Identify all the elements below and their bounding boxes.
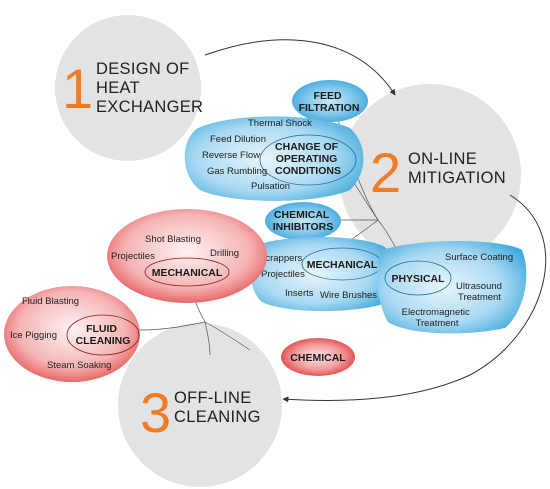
chemical-inhibitors-bubble [265,202,341,240]
offline-chemical-title: CHEMICAL [290,352,346,364]
online-stage-number: 2 [370,141,401,204]
offline-mechanical-title: MECHANICAL [152,267,223,279]
offline-mechanical-ring [144,257,230,287]
fluid-cleaning-bubble [4,286,140,382]
inserts-label: Inserts [285,288,314,299]
physical-ring [384,260,452,296]
scrappers-label: Scrappers [259,253,303,264]
offline-chemical-bubble [281,338,355,376]
ice-pigging-label: Ice Pigging [10,330,57,341]
design-stage-title: DESIGN OF HEAT EXCHANGER [96,60,203,116]
offline-mechanical-bubble [107,209,267,303]
arrow-design-to-online [204,39,396,96]
operating-conditions-ring [259,134,357,186]
drilling-label: Drilling [210,248,239,259]
online-mechanical-bubble [249,236,393,312]
design-stage-number: 1 [62,57,93,120]
thermal-shock-label: Thermal Shock [248,118,312,129]
online-stage-title: ON-LINE MITIGATION [408,150,506,187]
operating-conditions-bubble [184,116,364,201]
online-projectiles-label: Projectiles [261,269,305,280]
operating-conditions-title: CHANGE OF OPERATING CONDITIONS [275,141,341,177]
chemical-inhibitors-title: CHEMICAL INHIBITORS [273,209,333,233]
offline-stage-title: OFF-LINE CLEANING [174,389,261,426]
physical-bubble [377,241,527,334]
feed-filtration-title: FEED FILTRATION [299,90,360,114]
wire-brushes-label: Wire Brushes [320,290,377,301]
online-stage-circle [339,84,521,266]
fluid-cleaning-ring [66,314,140,356]
ultrasound-treatment-label: Ultrasound Treatment [456,281,505,303]
feed-filtration-bubble [292,80,368,122]
design-stage-circle [55,15,201,161]
offline-projectiles-label: Projectiles [111,251,155,262]
feed-dilution-label: Feed Dilution [210,134,266,145]
arrow-online-to-offline [282,194,547,403]
steam-soaking-label: Steam Soaking [47,360,111,371]
offline-stage-number: 3 [140,381,171,444]
shot-blasting-label: Shot Blasting [145,234,201,245]
fluid-cleaning-title: FLUID CLEANING [76,323,131,347]
reverse-flow-label: Reverse Flow [202,150,260,161]
pulsation-label: Pulsation [251,181,290,192]
online-mechanical-title: MECHANICAL [307,259,378,271]
gas-rumbling-label: Gas Rumbling [207,166,267,177]
physical-title: PHYSICAL [391,273,445,285]
electromagnetic-treatment-label: Electromagnetic Treatment [402,307,473,329]
fluid-blasting-label: Fluid Blasting [22,296,79,307]
surface-coating-label: Surface Coating [445,252,513,263]
offline-stage-circle [118,323,282,487]
